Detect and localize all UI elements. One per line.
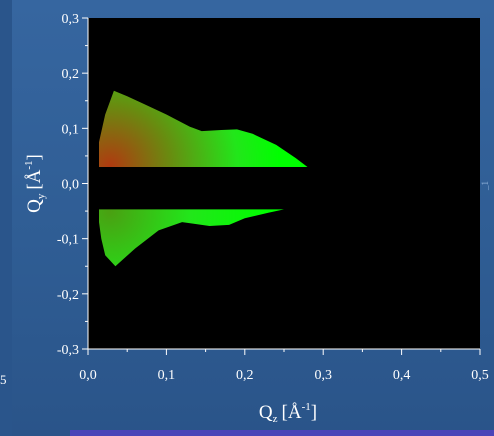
y-axis-title: Qy [Å-1] [23, 154, 47, 213]
tick-labels: 0,0 0,1 0,2 0,3 0,4 0,5 -0,3 -0,2 -0,1 0,0 0,1 0,2 0… [57, 12, 489, 383]
y-axis-unit: [Å [24, 169, 45, 189]
x-axis-unit-exponent: -1 [302, 401, 311, 413]
x-tick-label: 0,5 [471, 368, 489, 383]
x-axis-symbol: Q [259, 402, 273, 423]
intensity-regions [99, 90, 308, 267]
upper-lobe-region [99, 90, 308, 167]
x-tick-label: 0,1 [158, 368, 176, 383]
y-axis-subscript: y [35, 193, 47, 199]
y-axis-unit-exponent: -1 [23, 160, 35, 169]
x-axis-title: Qz [Å-1] [259, 401, 317, 425]
y-tick-label: 0,2 [62, 67, 80, 82]
x-tick-label: 0,3 [314, 368, 332, 383]
x-axis-unit-close: ] [311, 402, 317, 423]
y-tick-label: -0,2 [57, 288, 79, 303]
bottom-accent-strip [70, 430, 494, 436]
y-tick-label: -0,3 [57, 343, 79, 358]
y-tick-label: 0,0 [62, 178, 80, 193]
x-tick-label: 0,4 [393, 368, 411, 383]
left-panel-edge [0, 0, 12, 436]
y-axis-symbol: Q [24, 199, 45, 213]
y-tick-label: -0,1 [57, 233, 79, 248]
y-axis-unit-close: ] [24, 154, 45, 160]
x-tick-label: 0,2 [236, 368, 254, 383]
neighbor-panel-fragment-left: 5 [0, 372, 7, 387]
lower-lobe-region [99, 209, 284, 267]
x-axis-subscript: z [273, 413, 278, 425]
y-tick-label: 0,1 [62, 122, 80, 137]
y-tick-label: 0,3 [62, 12, 80, 27]
plot-area [88, 18, 480, 349]
axes [82, 17, 481, 355]
x-axis-unit: [Å [282, 402, 302, 423]
x-tick-label: 0,0 [79, 368, 97, 383]
neighbor-panel-fragment-right: _1 [480, 181, 490, 191]
